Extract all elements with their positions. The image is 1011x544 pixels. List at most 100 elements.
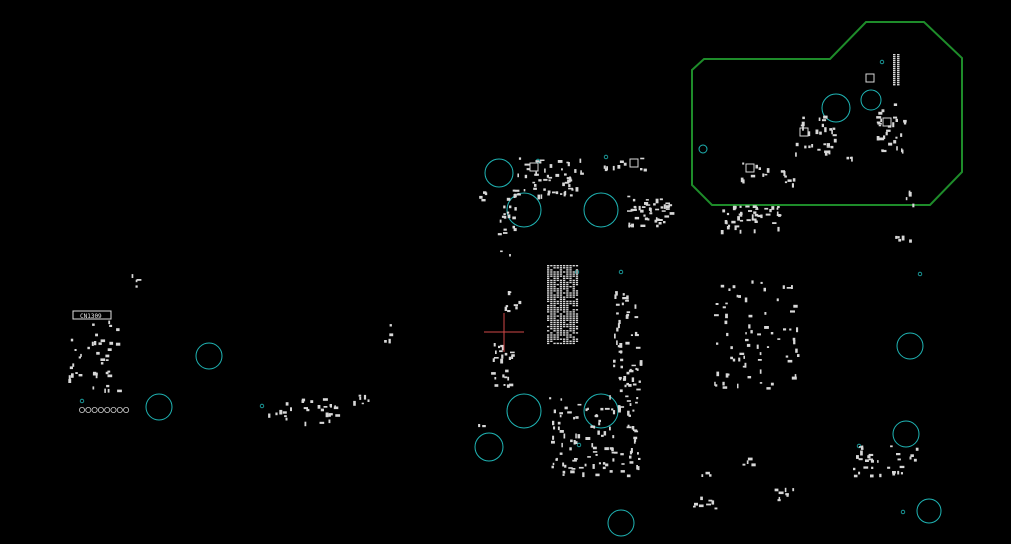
component-pad xyxy=(620,470,625,473)
bga-ball xyxy=(550,315,553,317)
component-pad xyxy=(720,230,724,235)
component-pad xyxy=(822,119,827,122)
component-pad xyxy=(571,468,576,470)
bga-ball xyxy=(572,288,575,290)
bga-ball xyxy=(556,338,559,340)
component-pad xyxy=(634,316,639,319)
bga-ball xyxy=(569,271,572,273)
bga-ball xyxy=(572,275,575,277)
component-pad xyxy=(630,334,633,336)
bga-ball xyxy=(556,290,559,292)
component-pad xyxy=(726,332,729,337)
mounting-hole xyxy=(195,342,223,370)
component-pad xyxy=(515,306,518,310)
bga-ball xyxy=(566,317,569,319)
component-pad xyxy=(359,396,362,400)
bga-ball xyxy=(572,279,575,282)
component-pad xyxy=(533,187,537,190)
component-pad xyxy=(693,505,696,508)
connector-cn1309[interactable]: CN1309 xyxy=(72,310,112,320)
component-pad xyxy=(639,361,643,366)
component-pad xyxy=(594,415,599,418)
component-pad xyxy=(325,412,329,418)
bga-ball xyxy=(559,279,563,282)
bga-ball xyxy=(556,300,559,303)
component-pad xyxy=(609,447,614,450)
bga-ball xyxy=(569,315,572,317)
component-pad xyxy=(69,366,73,370)
component-pad xyxy=(612,435,615,439)
component-pad xyxy=(503,384,506,386)
component-pad xyxy=(714,314,719,317)
bga-ball xyxy=(556,328,559,330)
component-pad xyxy=(880,118,882,123)
bga-ball xyxy=(569,334,572,336)
bga-ball xyxy=(566,325,569,328)
component-pad xyxy=(597,430,600,435)
bga-ball xyxy=(566,294,569,296)
bga-ball xyxy=(566,330,569,332)
component-pad xyxy=(626,382,629,386)
bga-ball xyxy=(556,283,559,286)
bga-ball xyxy=(575,298,579,300)
component-pad xyxy=(92,323,95,326)
component-pad xyxy=(555,458,557,461)
component-pad xyxy=(751,218,757,221)
component-pad xyxy=(564,464,567,468)
component-pad xyxy=(580,170,582,175)
mounting-hole xyxy=(860,89,882,111)
component-pad xyxy=(538,179,542,182)
bga-ball xyxy=(547,294,550,296)
component-pad xyxy=(753,229,756,234)
component-pad xyxy=(734,226,737,231)
bga-ball xyxy=(569,342,572,345)
component-pad xyxy=(897,54,900,56)
bga-ball xyxy=(556,321,559,324)
component-pad xyxy=(893,58,896,60)
component-pad xyxy=(893,82,896,84)
component-pad xyxy=(100,339,106,343)
component-pad xyxy=(629,403,632,406)
component-pad xyxy=(502,374,505,378)
via xyxy=(79,398,85,404)
component-pad xyxy=(726,373,730,376)
component-pad xyxy=(777,338,781,340)
component-pad xyxy=(895,235,898,239)
component-pad xyxy=(513,228,517,232)
component-pad xyxy=(626,295,629,300)
component-pad xyxy=(748,324,751,329)
component-pad xyxy=(751,463,756,467)
bga-ball xyxy=(572,283,575,286)
component-pad xyxy=(104,388,106,393)
bga-ball xyxy=(550,288,553,290)
component-pad xyxy=(897,76,900,78)
component-pad xyxy=(575,433,577,439)
bga-ball xyxy=(563,323,566,326)
component-pad xyxy=(903,119,907,123)
mounting-hole xyxy=(698,144,708,154)
component-pad xyxy=(800,124,805,127)
bga-ball xyxy=(553,277,556,279)
bga-ball xyxy=(566,334,569,336)
bga-ball xyxy=(575,269,579,271)
component-pad xyxy=(796,327,799,333)
component-pad xyxy=(636,368,639,371)
bga-ball xyxy=(566,281,569,284)
component-pad xyxy=(625,395,629,398)
component-pad xyxy=(909,456,912,460)
component-pad xyxy=(617,165,621,169)
bga-ball xyxy=(547,281,550,284)
mounting-hole xyxy=(821,93,851,123)
component-pad xyxy=(897,80,900,82)
bga-ball xyxy=(563,330,566,332)
component-pad xyxy=(655,217,658,222)
component-pad xyxy=(899,465,905,469)
component-pad xyxy=(632,429,638,432)
component-pad xyxy=(645,204,651,206)
component-pad xyxy=(509,205,512,209)
component-pad xyxy=(905,197,908,201)
component-pad xyxy=(734,205,737,208)
component-pad xyxy=(730,356,733,360)
component-pad xyxy=(564,181,570,184)
